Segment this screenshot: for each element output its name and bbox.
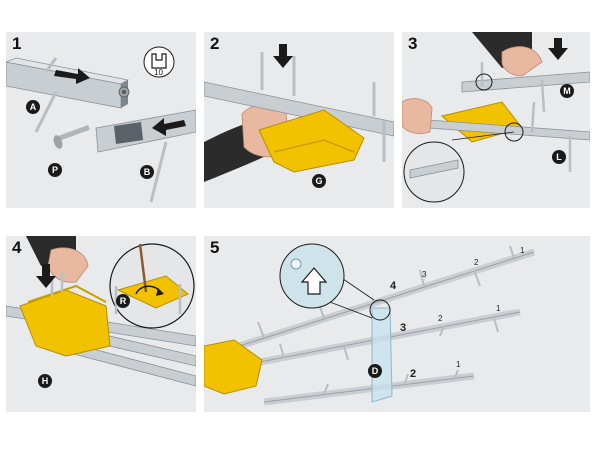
boom-label-4: 4 xyxy=(390,280,397,292)
element-label-top-1: 1 xyxy=(520,246,525,255)
step-1-panel: 1 10 A P B xyxy=(6,32,196,208)
step-3-number: 3 xyxy=(408,34,418,53)
callout-h: H xyxy=(38,374,52,388)
element-label-top-2: 2 xyxy=(474,258,479,267)
callout-p: P xyxy=(48,163,62,177)
element-label-mid-2: 2 xyxy=(438,314,443,323)
step-1-number: 1 xyxy=(12,34,22,53)
callout-l: L xyxy=(552,150,566,164)
step-5-number: 5 xyxy=(210,238,220,257)
wrench-size-label: 10 xyxy=(154,68,163,77)
step-4-panel: 4 R H xyxy=(6,236,196,412)
step-3-illustration xyxy=(402,32,590,203)
callout-r: R xyxy=(116,294,130,308)
element-label-mid-1: 1 xyxy=(496,304,501,313)
step-5-illustration xyxy=(204,243,536,406)
callout-b: B xyxy=(140,165,154,179)
callout-g: G xyxy=(312,174,326,188)
step-5-panel: 5 D 4 3 2 3 2 1 2 1 1 xyxy=(204,236,590,412)
boom-label-3: 3 xyxy=(400,322,407,334)
element-label-bottom-1: 1 xyxy=(456,360,461,369)
step-4-number: 4 xyxy=(12,238,22,257)
callout-m: M xyxy=(560,84,574,98)
step-2-panel: 2 G xyxy=(204,32,394,208)
callout-a: A xyxy=(26,100,40,114)
boom-label-2: 2 xyxy=(410,368,417,380)
step-2-illustration xyxy=(204,44,394,182)
step-3-panel: 3 M L xyxy=(402,32,590,208)
callout-d: D xyxy=(368,364,382,378)
element-label-top-3: 3 xyxy=(422,270,427,279)
step-1-illustration xyxy=(6,46,196,203)
step-2-number: 2 xyxy=(210,34,220,53)
step-4-illustration xyxy=(6,236,196,387)
